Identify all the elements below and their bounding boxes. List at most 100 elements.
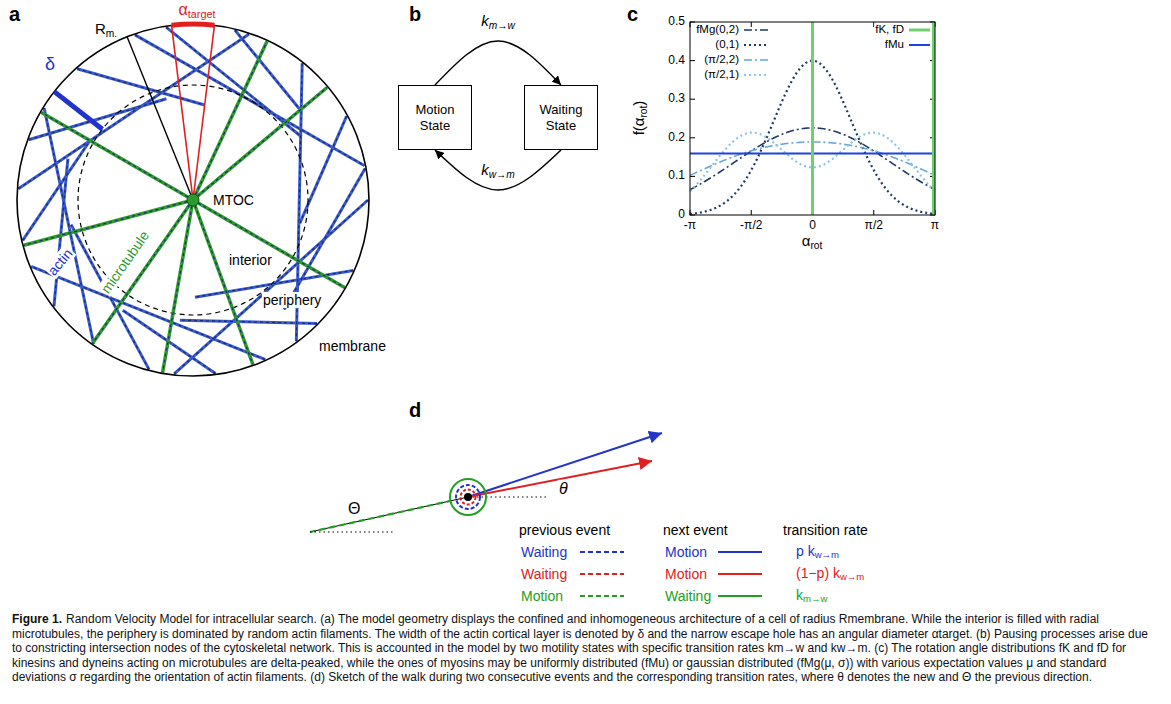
radius-label: m. [106,28,117,39]
cell-panel [17,24,369,376]
tick-label: -π [684,218,696,232]
table-cell: (1−p) k [796,565,840,581]
table-cell: w→m [815,549,839,560]
microtubule-label: microtubule [98,228,153,296]
radius-label: R [95,20,106,37]
table-header: previous event [518,522,611,538]
walk-sketch [310,433,762,596]
table-cell: Waiting [521,544,567,560]
interior-boundary [78,85,308,315]
panel-letter: b [409,3,421,25]
legend-text: fK, fD [875,23,904,35]
membrane-circle [17,24,369,376]
microtubule [41,113,193,201]
table-cell: km→w [795,587,828,606]
table-cell: Motion [664,566,708,582]
angle-label: θ [558,480,569,498]
angle-label: Θ [348,500,360,517]
cortex-label: δ [44,54,56,75]
table-header: next event [662,522,729,538]
radius-label: Rm. [94,20,118,40]
state-name: Motion State [403,102,467,133]
table-header: next event [663,522,728,538]
tick-label: 0.1 [668,168,685,182]
tick-label: 0.4 [668,53,685,67]
microtubule [24,200,193,245]
target-wedge [193,25,214,200]
axis-title: αrot [801,232,824,252]
table-cell: (1−p) kw→m [795,565,865,584]
walker-dot [464,493,472,501]
actin-filament [29,99,167,140]
rate-label: km→w [480,12,516,32]
legend-text: fMg(0,2) [695,23,740,36]
tick-label: -π [683,219,697,233]
legend-text: fMu [885,38,904,50]
region-label: membrane [319,338,386,354]
table-cell: Waiting [664,588,712,604]
mtoc-dot [187,194,199,206]
legend-sample [909,29,930,32]
microtubule [163,200,193,372]
plot-frame [690,22,935,215]
table-sample [580,595,624,597]
axis-title: rot [638,106,649,118]
microtubule [193,41,267,200]
target-arc [172,24,215,25]
mtoc-label: MTOC [212,192,255,208]
previous-motion [310,501,450,532]
microtubule [193,88,327,200]
table-cell: k [796,587,803,603]
state-box: Motion State [398,85,472,150]
next-direction [468,433,662,497]
axis-title: f(αrot) [630,100,650,137]
transition-arrow [435,41,561,85]
state-ring [461,490,476,505]
legend-text: (π/2,2) [703,53,740,66]
axis-title: α [802,232,811,249]
region-label: interior [228,252,273,268]
microtubule [193,200,345,288]
transition-arrow [435,150,561,190]
microtubule [193,200,253,364]
actin-filament [23,141,90,241]
actin-filament [23,141,90,241]
legend-sample [744,29,768,31]
legend-text: (π/2,1) [703,68,740,81]
actin-filament [166,27,301,137]
microtubule [41,113,193,201]
tick-label: 0.2 [668,130,685,144]
legend-text: (π/2,1) [704,68,739,80]
legend-sample [744,59,768,61]
tick [690,137,695,138]
legend-text: (0,1) [714,38,740,51]
axis-title: ) [630,101,647,106]
tick-label: 0.4 [667,54,686,68]
previous-direction [310,497,468,532]
cortex-label: δ [45,54,55,74]
actin-filament [135,35,365,166]
table-header: transition rate [782,522,869,538]
table-sample [718,595,762,597]
panel-letter: d [408,399,422,422]
reference-line [310,531,395,532]
tick [751,22,752,27]
actin-filament [300,116,347,223]
actin-label: actin [44,245,75,278]
tick-label: π/2 [864,219,884,233]
panel-letter: a [8,3,21,26]
legend-text: fK, fD [874,23,905,36]
actin-filament [300,116,347,223]
tick-label: 0.5 [667,15,686,29]
microtubule [193,200,345,288]
actin-filament [284,168,365,309]
rate-label: kw→m [480,161,516,181]
tick-label: π [930,219,940,233]
tick-label: 0 [808,219,817,233]
table-cell: Motion [521,588,563,604]
legend-sample [744,44,768,46]
panel-letter: c [627,3,638,25]
microtubule [193,88,327,200]
table-cell: Motion [664,544,708,560]
rate-label: k [481,12,489,29]
